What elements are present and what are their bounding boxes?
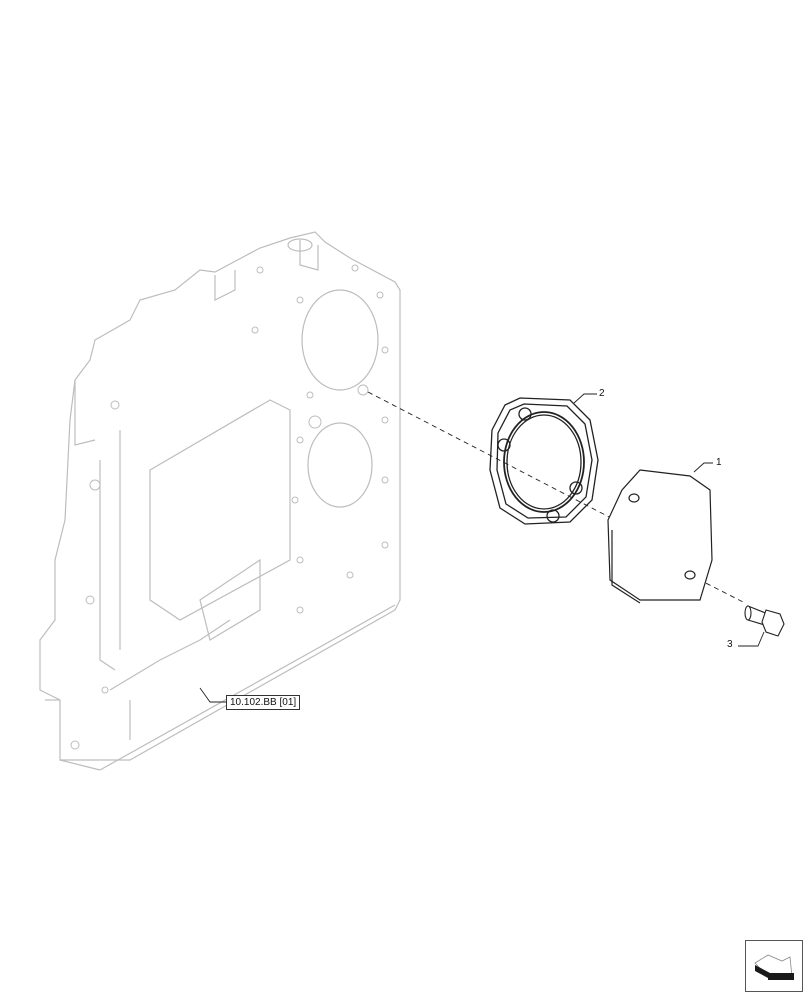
bolt-part-3 (744, 605, 785, 637)
assembly-axis (367, 391, 616, 521)
callout-1[interactable]: 1 (716, 457, 722, 468)
gasket-part-2 (489, 397, 599, 525)
reference-link-10-102-bb[interactable]: 10.102.BB [01] (226, 695, 301, 710)
callout-3[interactable]: 3 (727, 639, 733, 650)
next-page-arrow-icon (754, 954, 794, 980)
next-page-button[interactable] (745, 940, 803, 992)
cover-plate-part-1 (607, 469, 713, 604)
callout-2[interactable]: 2 (599, 388, 605, 399)
timing-housing (39, 231, 401, 771)
